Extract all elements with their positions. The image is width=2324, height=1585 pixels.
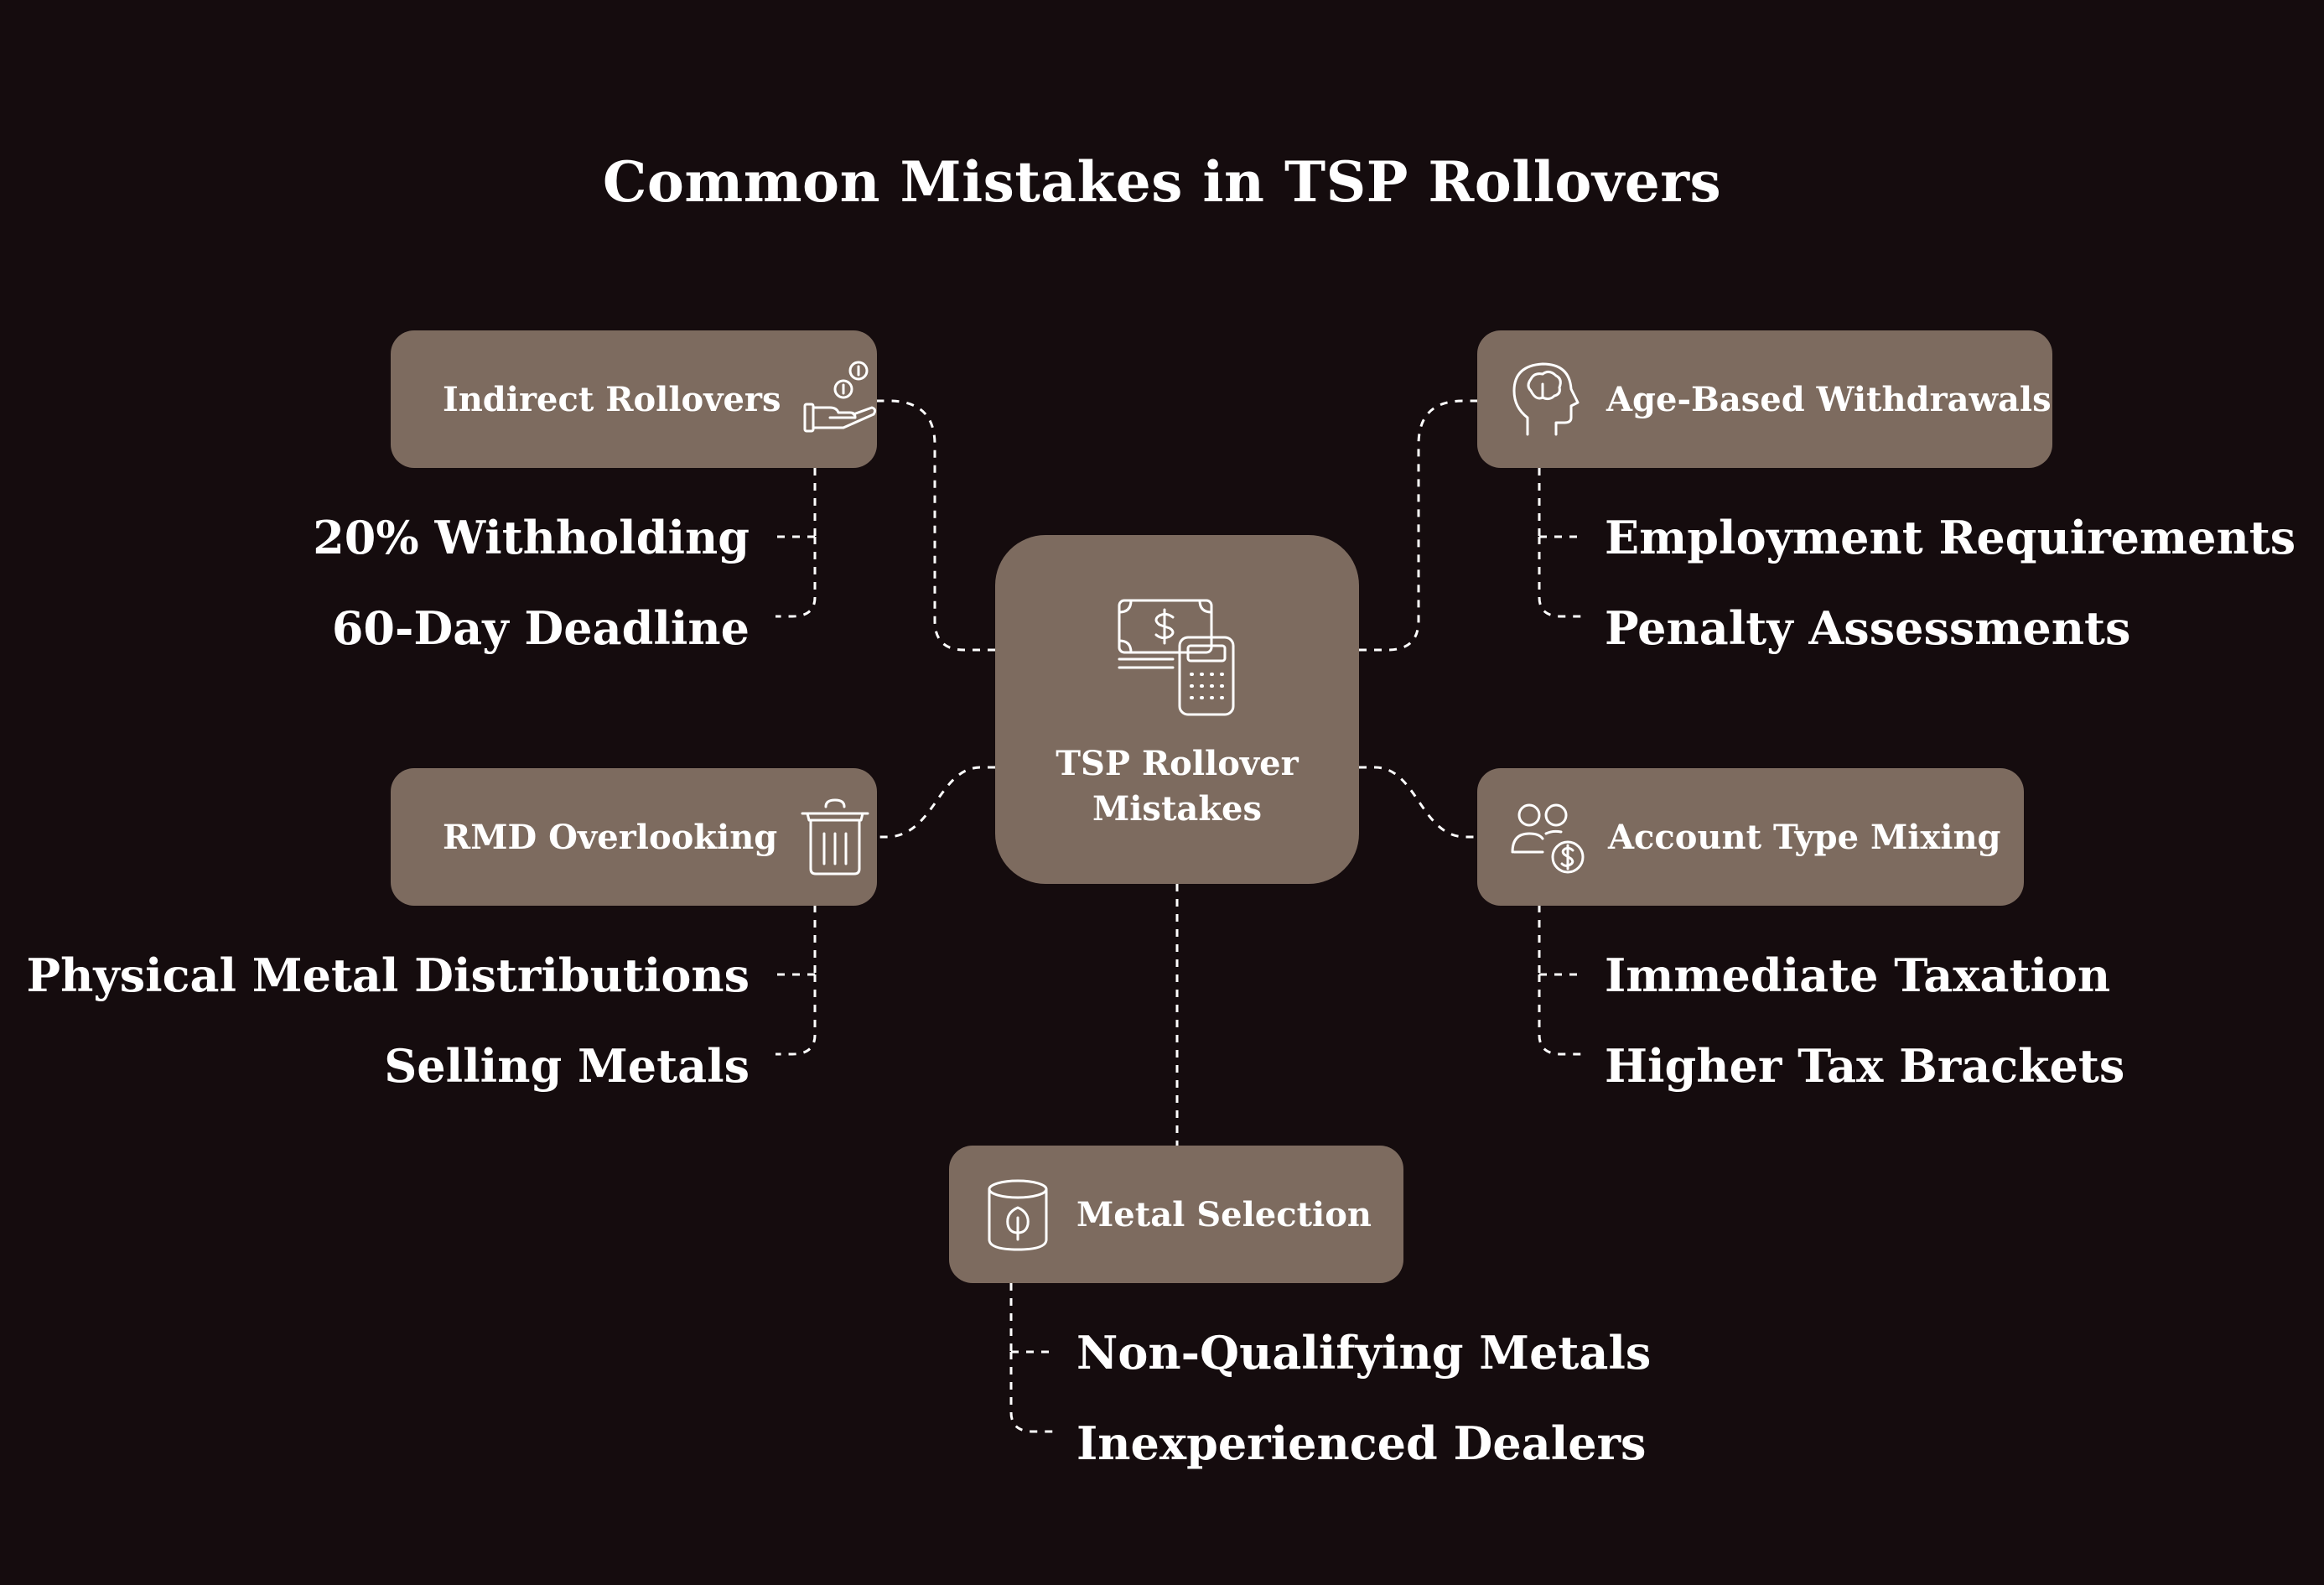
page-title: Common Mistakes in TSP Rollovers (602, 149, 1722, 215)
node-rmd-overlooking: RMD Overlooking (391, 768, 877, 906)
node-age-based-withdrawals-label: Age-Based Withdrawals (1606, 379, 2052, 419)
hand-coins-icon (803, 361, 876, 433)
connector-rmd-item2 (776, 974, 817, 1056)
connector-account-item2 (1538, 974, 1585, 1056)
connector-metal-item2 (1009, 1352, 1058, 1433)
people-dollar-icon (1511, 803, 1585, 874)
connector-metal-item1 (1009, 1283, 1050, 1354)
age-item-2: Penalty Assessments (1605, 601, 2131, 655)
node-indirect-rollovers: Indirect Rollovers (391, 330, 877, 468)
connector-center-account (1359, 766, 1477, 839)
metal-item-2: Inexperienced Dealers (1076, 1416, 1647, 1470)
rmd-item-2: Selling Metals (384, 1039, 750, 1093)
brain-head-icon (1512, 362, 1580, 436)
node-age-based-withdrawals: Age-Based Withdrawals (1477, 330, 2052, 468)
center-label-line2: Mistakes (1092, 789, 1263, 829)
trash-bin-icon (801, 798, 869, 876)
center-label: TSP Rollover Mistakes (995, 741, 1359, 832)
center-node: TSP Rollover Mistakes (995, 535, 1359, 884)
indirect-item-1: 20% Withholding (313, 511, 750, 564)
connector-center-rmd (879, 766, 995, 839)
metal-jar-icon (988, 1179, 1048, 1251)
connector-center-indirect (876, 399, 995, 652)
center-label-line1: TSP Rollover (1056, 744, 1299, 783)
money-calculator-icon (1118, 599, 1235, 716)
node-metal-selection-label: Metal Selection (1076, 1194, 1372, 1234)
connector-age-item2 (1538, 537, 1585, 618)
node-account-type-mixing-label: Account Type Mixing (1608, 817, 2001, 857)
account-item-2: Higher Tax Brackets (1605, 1039, 2125, 1093)
node-metal-selection: Metal Selection (949, 1146, 1403, 1283)
connector-account-item1 (1538, 905, 1578, 976)
indirect-item-2: 60-Day Deadline (331, 601, 750, 655)
rmd-item-1: Physical Metal Distributions (26, 948, 750, 1002)
connector-rmd-item1 (776, 905, 817, 976)
connector-indirect-item1 (776, 468, 817, 538)
node-account-type-mixing: Account Type Mixing (1477, 768, 2024, 906)
node-indirect-rollovers-label: Indirect Rollovers (443, 379, 781, 419)
account-item-1: Immediate Taxation (1605, 948, 2111, 1002)
node-rmd-overlooking-label: RMD Overlooking (443, 817, 778, 857)
age-item-1: Employment Requirements (1605, 511, 2296, 564)
connector-indirect-item2 (776, 537, 817, 618)
connector-age-item1 (1538, 468, 1578, 538)
connector-center-age (1359, 399, 1477, 652)
metal-item-1: Non-Qualifying Metals (1076, 1326, 1652, 1380)
